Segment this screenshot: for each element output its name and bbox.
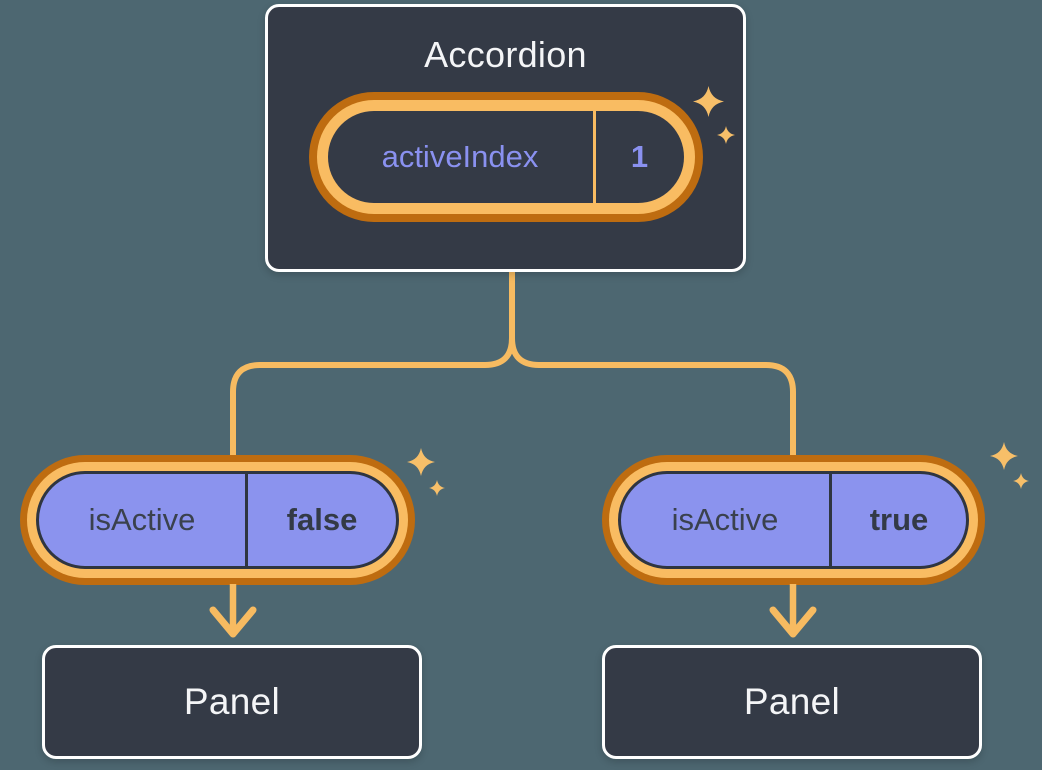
prop-pill-divider [829,474,832,566]
prop-name-label: isActive [671,502,779,537]
state-pill: activeIndex 1 [308,92,703,222]
prop-pill-left: isActive false [20,455,415,585]
sparkle-icon [407,448,435,476]
accordion-node: Accordion activeIndex 1 [265,4,746,272]
arrow-down-left-icon [209,584,257,638]
panel-node-right: Panel [602,645,982,759]
connector-branch-left [230,335,515,459]
sparkle-icon [429,480,445,496]
state-name-cell: activeIndex [328,111,593,203]
prop-pill-left-core: isActive false [36,471,399,569]
prop-value-label: false [286,502,358,537]
prop-pill-right: isActive true [602,455,985,585]
panel-node-left: Panel [42,645,422,759]
sparkle-icon [1013,473,1029,489]
prop-value-label: true [869,502,929,537]
sparkle-icon [693,86,724,117]
panel-label: Panel [183,681,281,722]
sparkle-icon [990,442,1018,470]
state-name-label: activeIndex [381,139,539,174]
accordion-title: Accordion [424,34,587,75]
prop-name-cell: isActive [39,474,245,566]
sparkle-group-top [693,86,743,148]
prop-name-label: isActive [88,502,196,537]
state-value-label: 1 [630,139,649,174]
sparkle-icon [717,126,735,144]
prop-value-cell: false [248,474,396,566]
panel-label: Panel [743,681,841,722]
state-pill-inner-ring: activeIndex 1 [316,100,695,214]
prop-value-cell: true [832,474,966,566]
arrow-down-right-icon [769,584,817,638]
state-pill-core: activeIndex 1 [327,111,684,203]
connector-branch-right [509,335,796,459]
state-value-cell: 1 [596,111,684,203]
prop-pill-right-core: isActive true [618,471,969,569]
sparkle-group-right [990,442,1034,494]
sparkle-group-left [407,448,451,500]
prop-name-cell: isActive [621,474,829,566]
prop-pill-right-inner-ring: isActive true [609,462,978,578]
prop-pill-left-inner-ring: isActive false [27,462,408,578]
state-pill-divider [592,111,596,203]
prop-pill-divider [245,474,248,566]
